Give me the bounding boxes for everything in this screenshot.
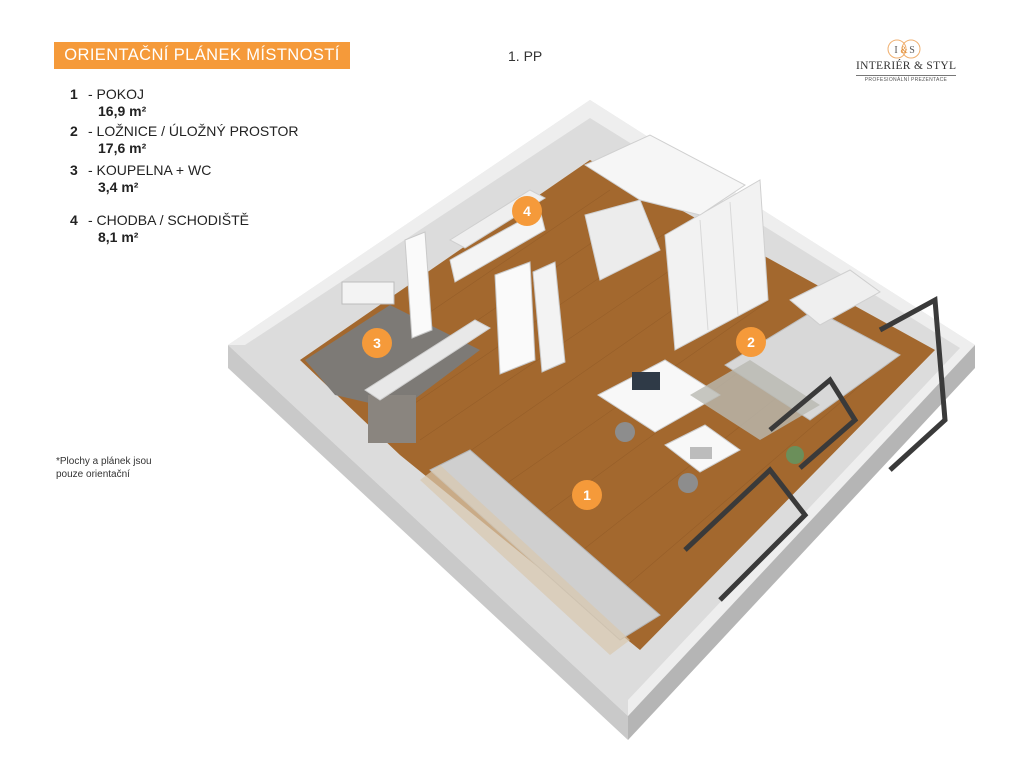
room-marker-1: 1 bbox=[572, 480, 602, 510]
bed-frame bbox=[420, 465, 630, 655]
marker-label: 1 bbox=[583, 487, 591, 503]
legend-number: 4 bbox=[70, 212, 78, 228]
laptop bbox=[690, 447, 712, 459]
legend-number: 2 bbox=[70, 123, 78, 139]
legend-room-name: - POKOJ bbox=[88, 86, 145, 102]
room-marker-4: 4 bbox=[512, 196, 542, 226]
logo-name: INTERIÉR & STYL bbox=[856, 60, 957, 72]
logo-monogram-icon: I & S bbox=[887, 39, 921, 59]
window-frames bbox=[683, 295, 948, 602]
floor-label: 1. PP bbox=[508, 48, 543, 64]
bathroom-sink bbox=[341, 281, 395, 305]
office-chair bbox=[678, 473, 698, 493]
legend-room-area: 16,9 m² bbox=[98, 103, 147, 119]
door-open-right bbox=[532, 261, 566, 373]
monitor bbox=[632, 372, 660, 390]
plan-title: ORIENTAČNÍ PLÁNEK MÍSTNOSTÍ bbox=[54, 42, 350, 69]
logo-subtitle: PROFESIONÁLNÍ PREZENTACE bbox=[856, 75, 956, 83]
door-open-left bbox=[404, 231, 433, 339]
stair-void bbox=[584, 199, 661, 281]
svg-text:S: S bbox=[909, 45, 915, 56]
rug bbox=[690, 360, 820, 440]
office-chair bbox=[615, 422, 635, 442]
legend-room-area: 17,6 m² bbox=[98, 140, 147, 156]
svg-text:&: & bbox=[900, 45, 907, 55]
plant bbox=[786, 446, 804, 464]
marker-label: 3 bbox=[373, 335, 381, 351]
bed-pillows bbox=[789, 269, 881, 326]
bathroom-cabinet bbox=[368, 395, 416, 443]
legend-number: 1 bbox=[70, 86, 78, 102]
legend-room-area: 8,1 m² bbox=[98, 229, 139, 245]
room-marker-3: 3 bbox=[362, 328, 392, 358]
marker-label: 4 bbox=[523, 203, 531, 219]
closet bbox=[664, 179, 769, 351]
disclaimer-note: *Plochy a plánek jsou pouze orientační bbox=[56, 456, 152, 480]
door-open-center bbox=[494, 261, 536, 375]
legend-number: 3 bbox=[70, 162, 78, 178]
brand-logo: I & S INTERIÉR & STYL PROFESIONÁLNÍ PREZ… bbox=[856, 38, 956, 86]
outer-wall-right-face bbox=[628, 345, 975, 740]
legend-room-name: - LOŽNICE / ÚLOŽNÝ PROSTOR bbox=[88, 123, 299, 139]
room-marker-2: 2 bbox=[736, 327, 766, 357]
staircase bbox=[583, 134, 746, 216]
marker-label: 2 bbox=[747, 334, 755, 350]
legend-room-name: - CHODBA / SCHODIŠTĚ bbox=[88, 212, 250, 228]
outer-wall-left-face bbox=[228, 345, 628, 740]
bathroom-wall bbox=[364, 319, 491, 401]
legend-room-area: 3,4 m² bbox=[98, 179, 139, 195]
sideboard bbox=[449, 209, 546, 283]
legend-room-name: - KOUPELNA + WC bbox=[88, 162, 212, 178]
svg-text:I: I bbox=[894, 45, 897, 56]
bathroom-tiles bbox=[305, 305, 480, 410]
